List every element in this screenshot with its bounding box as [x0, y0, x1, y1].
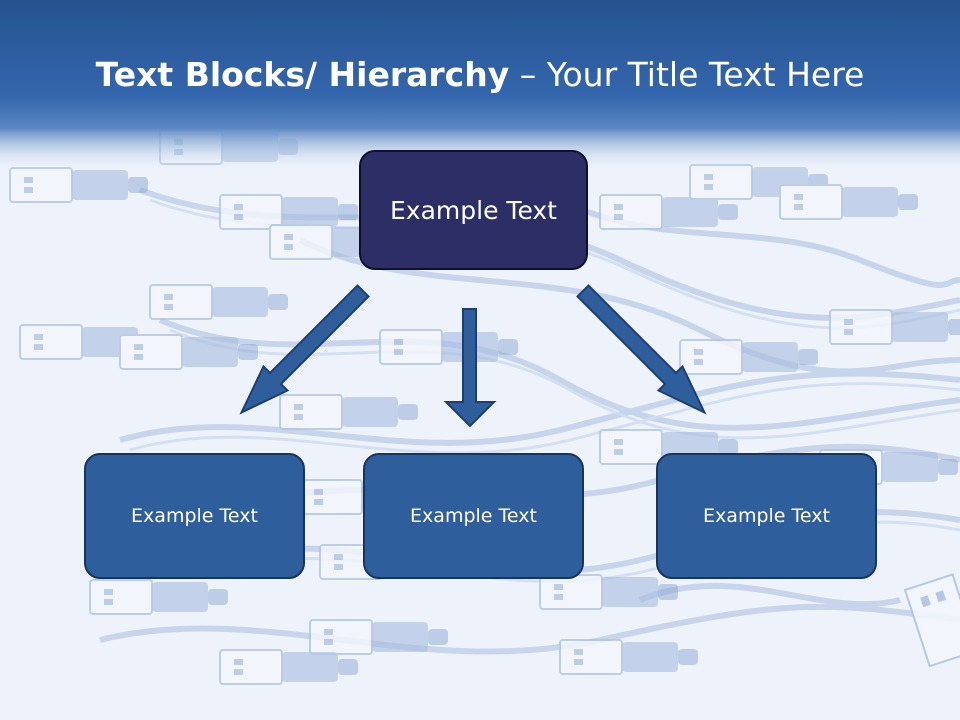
top-level-box-text: Example Text [390, 195, 557, 225]
slide-title: Text Blocks/ Hierarchy – Your Title Text… [0, 52, 960, 98]
top-level-box: Example Text [359, 150, 588, 270]
child-box-middle-text: Example Text [410, 505, 537, 527]
child-box-left-text: Example Text [131, 505, 258, 527]
title-bold-part: Text Blocks/ Hierarchy [95, 55, 510, 94]
child-box-right-text: Example Text [703, 505, 830, 527]
child-box-right: Example Text [656, 453, 877, 579]
title-rest-part: – Your Title Text Here [509, 55, 865, 94]
child-box-left: Example Text [84, 453, 305, 579]
child-box-middle: Example Text [363, 453, 584, 579]
